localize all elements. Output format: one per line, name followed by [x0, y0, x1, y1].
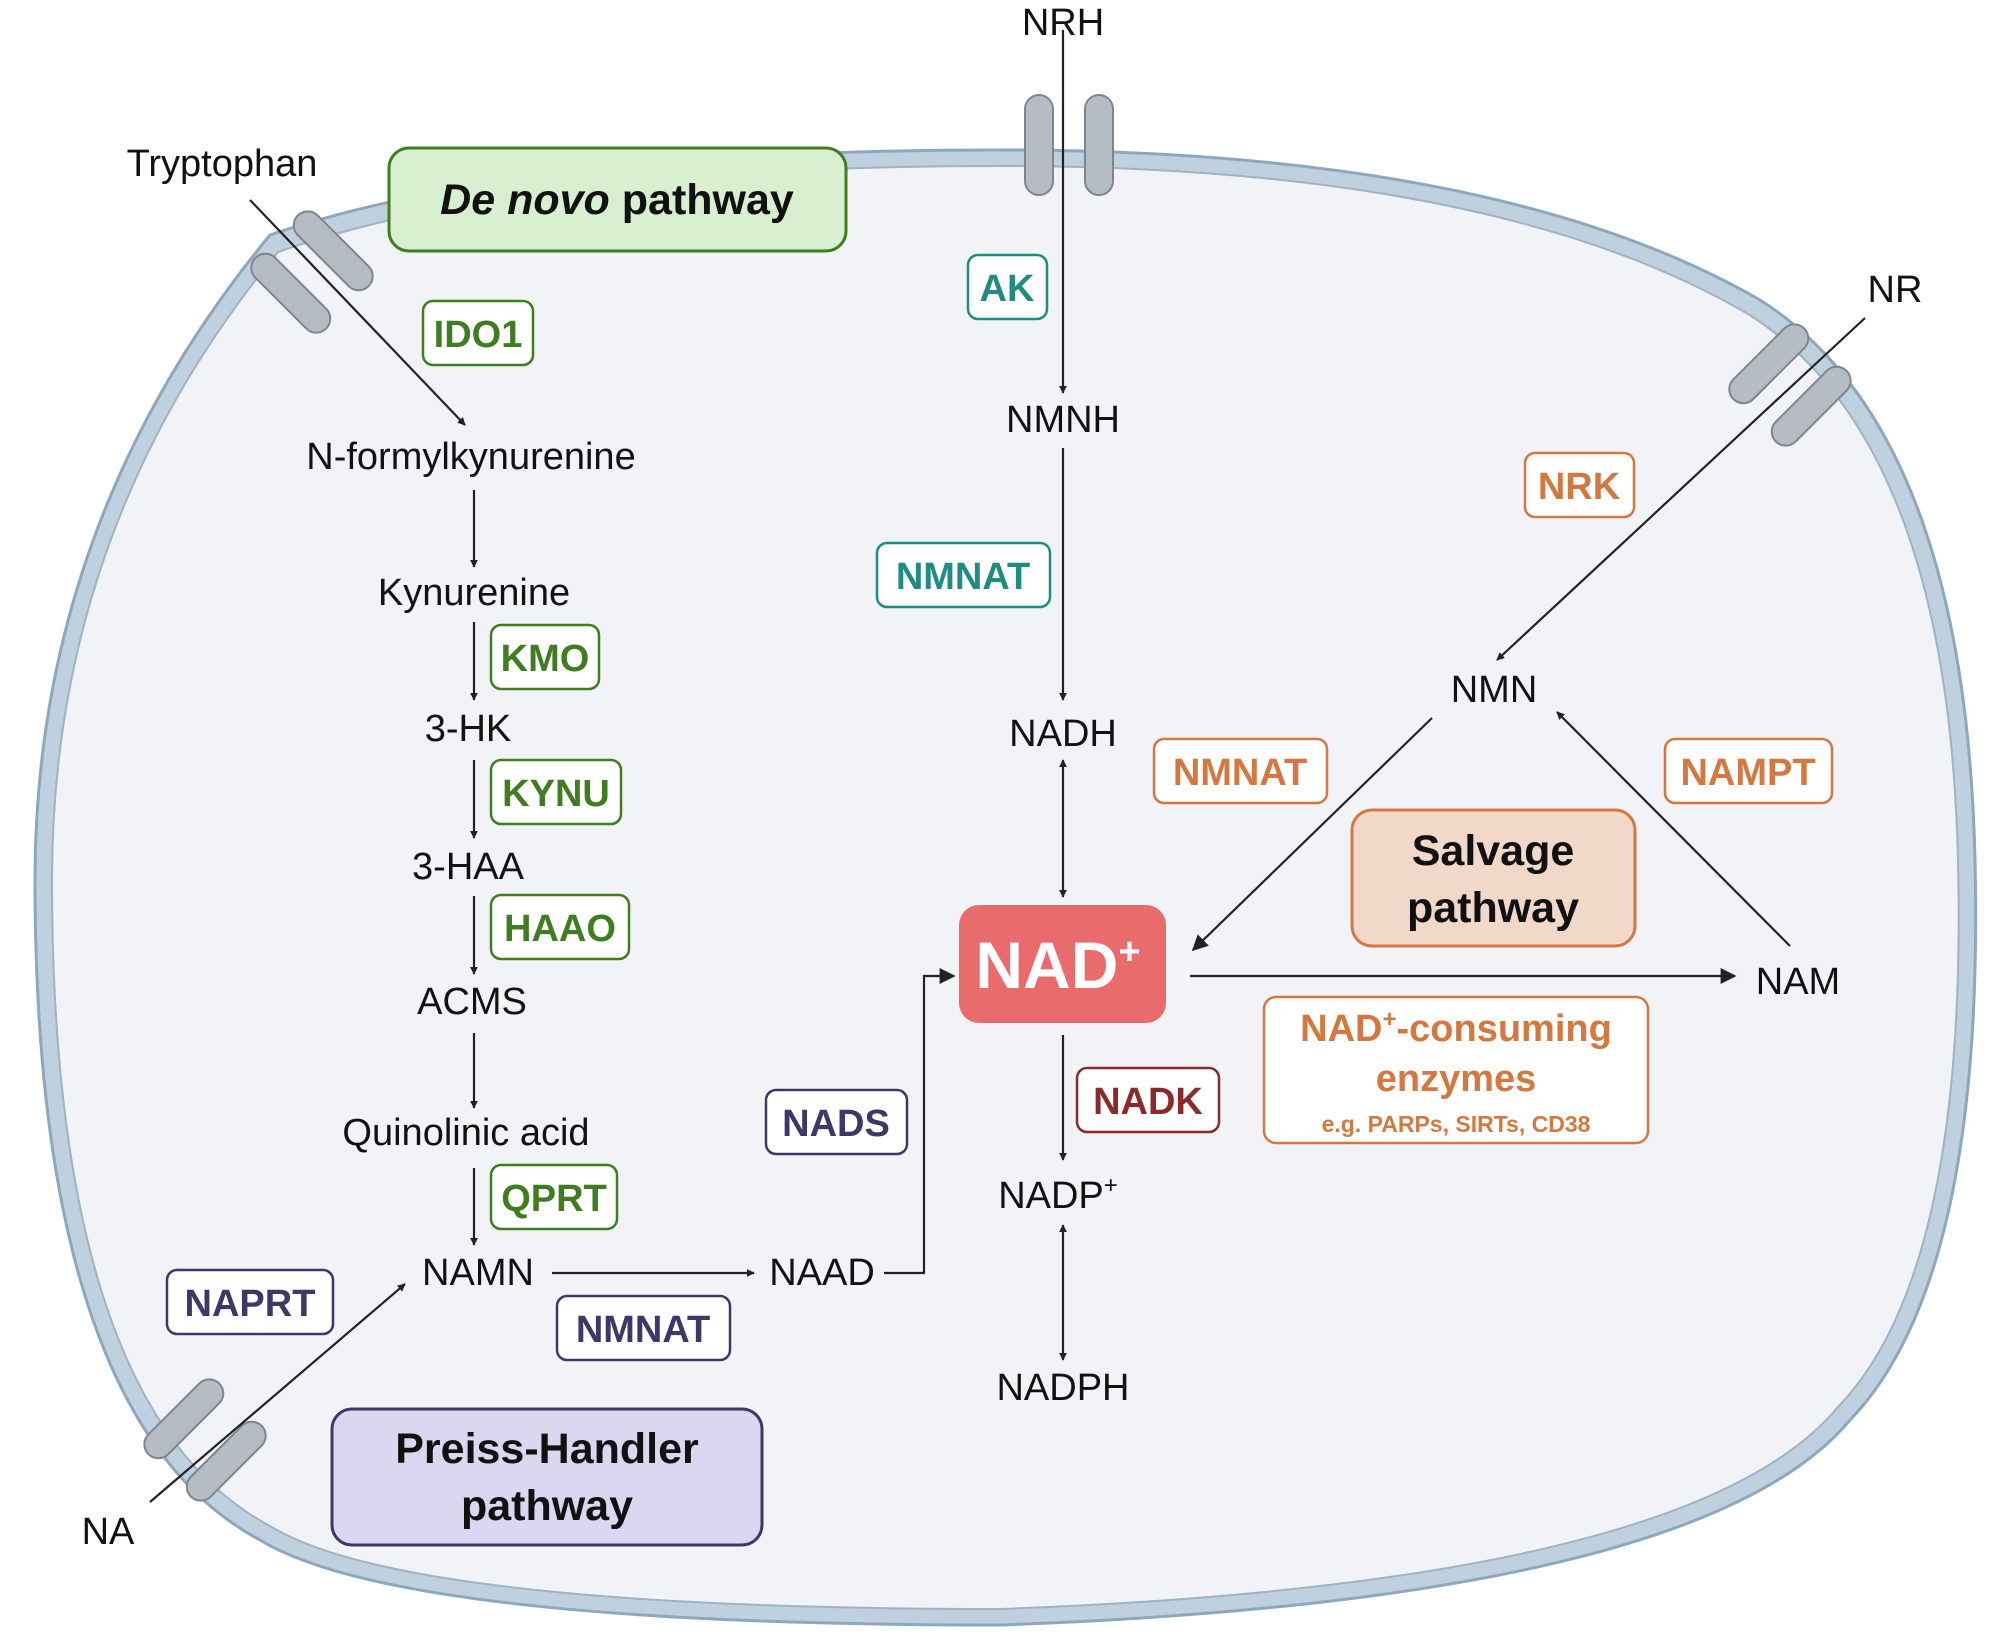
- svg-text:NMNAT: NMNAT: [576, 1309, 710, 1351]
- consuming-example: e.g. PARPs, SIRTs, CD38: [1322, 1111, 1591, 1137]
- arrow-nmn-nad: [1191, 717, 1433, 952]
- metabolite-nam: NAM: [1756, 961, 1840, 1003]
- de-novo-rest: pathway: [622, 176, 794, 224]
- svg-text:KYNU: KYNU: [502, 773, 610, 815]
- salvage-line1: Salvage: [1412, 827, 1575, 875]
- svg-text:NRK: NRK: [1538, 466, 1621, 508]
- metabolite-nrh: NRH: [1022, 2, 1104, 44]
- salvage-pathway-label: Salvage pathway: [1350, 808, 1637, 948]
- enzyme-nrk: NRK: [1523, 451, 1636, 519]
- svg-text:AK: AK: [980, 268, 1035, 310]
- enzyme-nmnat-preiss: NMNAT: [555, 1294, 732, 1362]
- transporter-icon: [1024, 94, 1114, 196]
- metabolite-kynurenine: Kynurenine: [378, 572, 570, 614]
- consuming-line1: NAD+-consuming: [1300, 1006, 1612, 1050]
- enzyme-nampt: NAMPT: [1663, 737, 1834, 805]
- de-novo-pathway-label: De novo pathway: [387, 146, 848, 253]
- svg-text:NADS: NADS: [782, 1103, 890, 1145]
- metabolite-nmn: NMN: [1451, 669, 1538, 711]
- metabolite-namn: NAMN: [422, 1252, 534, 1294]
- salvage-line2: pathway: [1407, 884, 1579, 932]
- metabolite-naad: NAAD: [769, 1252, 875, 1294]
- cell-interior: [50, 164, 1960, 1611]
- transporter-icon: [1728, 323, 1852, 447]
- metabolite-nadh: NADH: [1009, 713, 1117, 755]
- enzyme-nadk: NADK: [1075, 1066, 1221, 1134]
- enzyme-nads: NADS: [764, 1088, 909, 1156]
- metabolite-nr: NR: [1868, 269, 1923, 311]
- metabolite-n-formylkynurenine: N-formylkynurenine: [306, 436, 635, 478]
- metabolite-nadp: NADP+: [998, 1172, 1118, 1217]
- enzyme-kynu: KYNU: [489, 758, 623, 826]
- svg-text:QPRT: QPRT: [501, 1178, 607, 1220]
- enzyme-nmnat-nrh: NMNAT: [875, 541, 1052, 609]
- enzyme-haao: HAAO: [489, 893, 631, 961]
- metabolite-quinolinic-acid: Quinolinic acid: [342, 1112, 589, 1154]
- metabolite-nadph: NADPH: [996, 1367, 1129, 1409]
- nad-text: NAD: [975, 928, 1118, 1002]
- enzyme-ido1: IDO1: [421, 299, 535, 367]
- arrow-naad-nad: [884, 968, 956, 1275]
- svg-text:NMNAT: NMNAT: [1173, 752, 1307, 794]
- svg-text:NAPRT: NAPRT: [185, 1283, 316, 1325]
- svg-text:KMO: KMO: [501, 638, 590, 680]
- nad-sup: +: [1118, 931, 1140, 973]
- de-novo-italic: De novo: [440, 176, 610, 224]
- svg-text:NADK: NADK: [1093, 1081, 1203, 1123]
- metabolite-acms: ACMS: [417, 981, 527, 1023]
- metabolite-nmnh: NMNH: [1006, 399, 1120, 441]
- svg-text:De novo pathway: De novo pathway: [440, 176, 794, 224]
- metabolite-3hk: 3-HK: [425, 708, 512, 750]
- metabolite-labels: Tryptophan N-formylkynurenine Kynurenine…: [82, 2, 1923, 1553]
- svg-text:NAMPT: NAMPT: [1680, 752, 1815, 794]
- preiss-line2: pathway: [461, 1482, 633, 1530]
- metabolite-3haa: 3-HAA: [412, 846, 525, 888]
- svg-text:HAAO: HAAO: [504, 908, 616, 950]
- svg-text:NAD+: NAD+: [975, 928, 1140, 1002]
- svg-text:IDO1: IDO1: [434, 314, 523, 356]
- preiss-line1: Preiss-Handler: [395, 1425, 699, 1473]
- transporter-icon: [143, 1378, 267, 1502]
- arrow-tryptophan-nfk: [249, 199, 466, 426]
- nad-plus-box: NAD+: [959, 905, 1166, 1023]
- arrow-nam-nmn: [1556, 711, 1791, 947]
- enzyme-naprt: NAPRT: [165, 1268, 335, 1336]
- arrow-na-namn: [149, 1283, 406, 1503]
- svg-text:NMNAT: NMNAT: [896, 556, 1030, 598]
- enzyme-ak: AK: [966, 253, 1049, 321]
- transporter-icon: [250, 210, 374, 334]
- nad-consuming-enzymes-box: NAD+-consuming enzymes e.g. PARPs, SIRTs…: [1262, 995, 1650, 1145]
- enzyme-kmo: KMO: [489, 623, 601, 691]
- metabolite-tryptophan: Tryptophan: [127, 143, 318, 185]
- consuming-line2: enzymes: [1376, 1058, 1537, 1100]
- enzyme-nmnat-salvage: NMNAT: [1152, 737, 1329, 805]
- metabolite-na: NA: [82, 1511, 135, 1553]
- enzyme-qprt: QPRT: [489, 1163, 619, 1231]
- preiss-handler-pathway-label: Preiss-Handler pathway: [330, 1407, 764, 1547]
- reaction-arrows: [149, 30, 1866, 1503]
- arrow-nr-nmn: [1496, 317, 1866, 661]
